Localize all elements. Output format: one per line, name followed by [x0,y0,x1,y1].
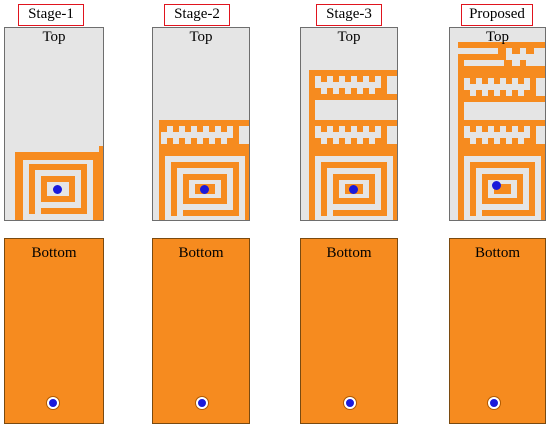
stage-1-top-via [53,185,62,194]
stage-1-bottom-label: Bottom [31,245,77,261]
proposed-title: Proposed [461,4,533,26]
stage-1-bottom-via [47,397,59,409]
stage-2-bottom-label: Bottom [178,245,224,261]
stage-3-top-pattern [301,28,397,220]
stage-3-top-label: Top [337,29,361,45]
stage-2-top-pattern [153,28,249,220]
stage-3-bottom-via [344,397,356,409]
proposed-bottom-via [488,397,500,409]
stage-1-title: Stage-1 [18,4,84,26]
stage-2-top-layer: Top [152,27,250,221]
stage-2-top-via [200,185,209,194]
stage-3-top-via [349,185,358,194]
stage-3-bottom-label: Bottom [326,245,372,261]
stage-3-bottom-layer: Bottom [300,238,398,424]
stage-2-bottom-layer: Bottom [152,238,250,424]
stage-2-top-label: Top [189,29,213,45]
stage-1-top-layer: Top [4,27,104,221]
stage-2-bottom-via [196,397,208,409]
stage-1-top-label: Top [42,29,66,45]
proposed-top-label: Top [485,29,510,45]
stage-1-bottom-layer: Bottom [4,238,104,424]
stage-3-title: Stage-3 [316,4,382,26]
proposed-bottom-label: Bottom [474,245,520,261]
stage-2-title: Stage-2 [164,4,230,26]
proposed-bottom-layer: Bottom [449,238,546,424]
stage-3-top-layer: Top [300,27,398,221]
proposed-top-layer: Top [449,27,546,221]
proposed-top-pattern [450,28,545,220]
proposed-top-via [492,181,501,190]
